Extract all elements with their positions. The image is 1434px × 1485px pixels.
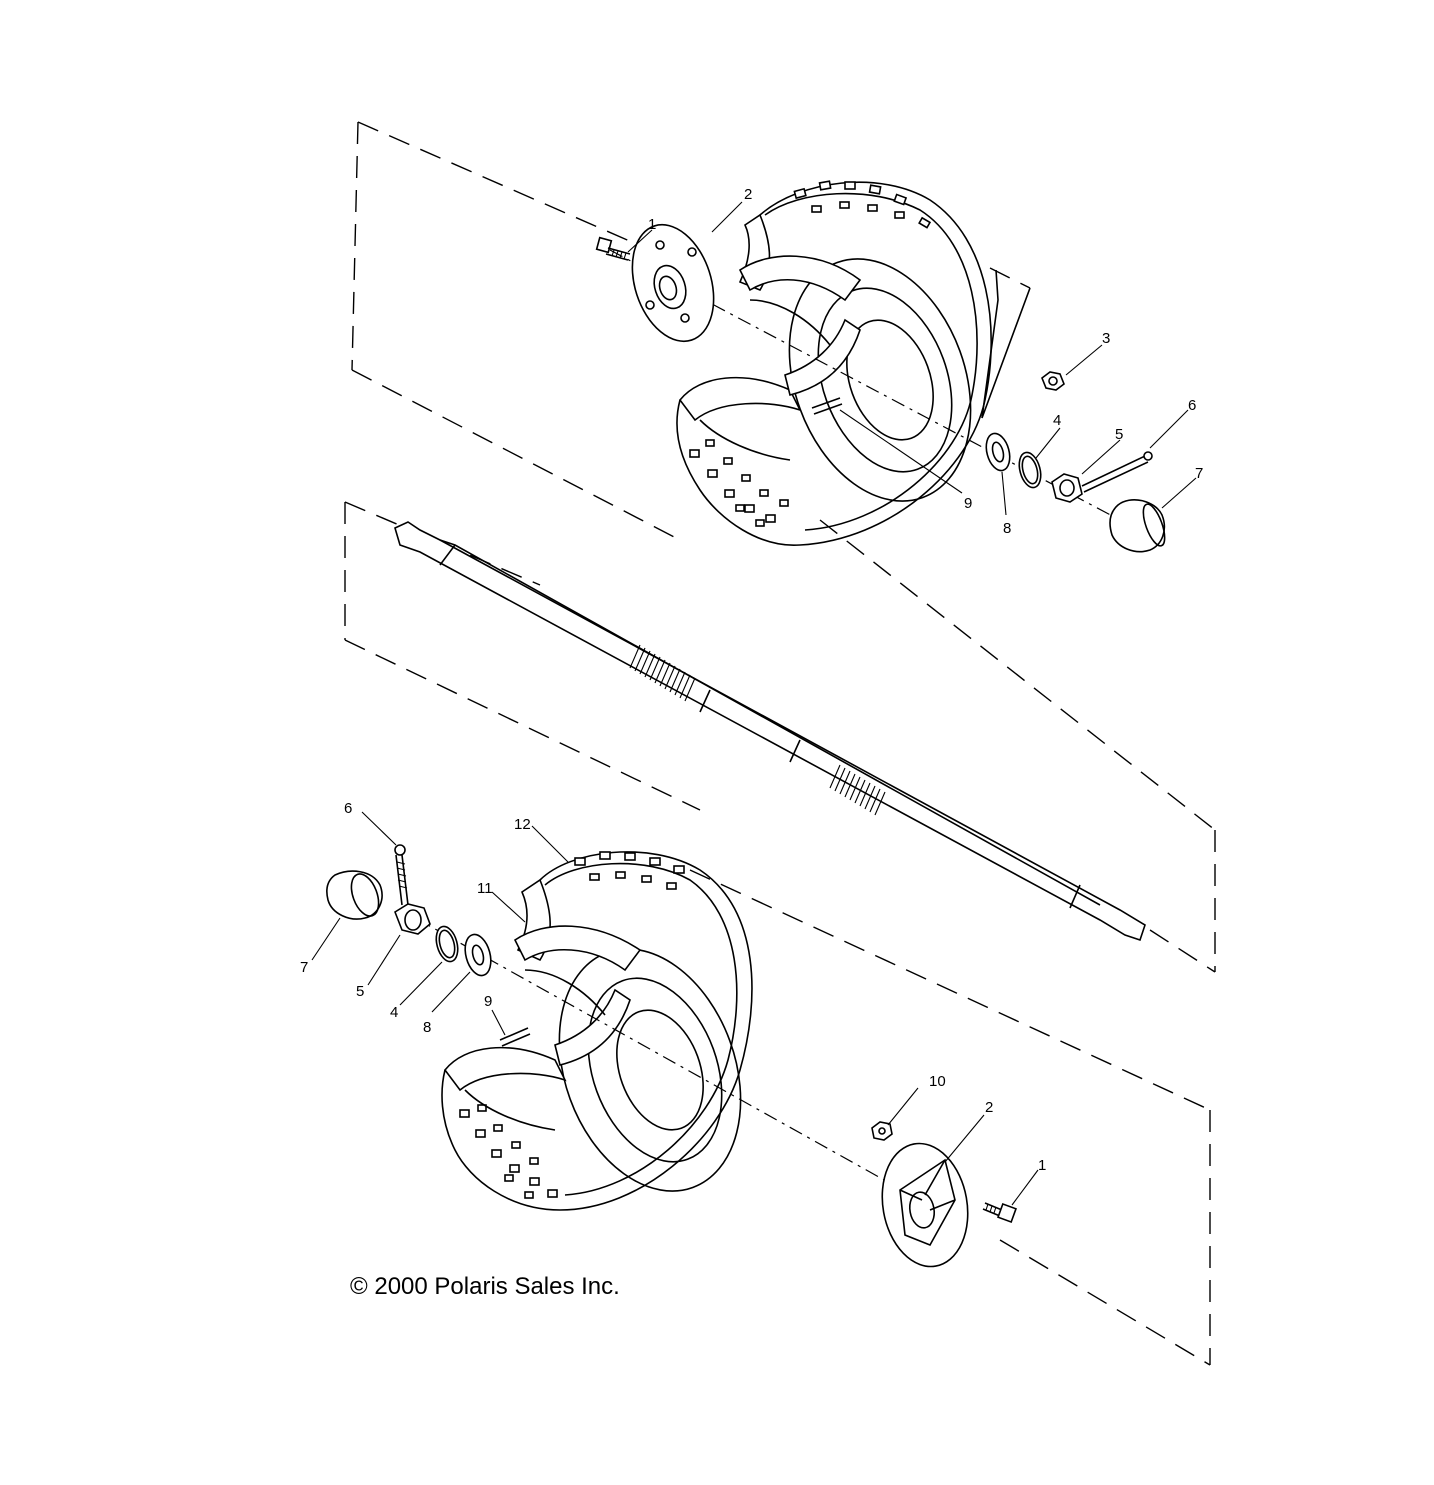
upper-bolt [595,236,631,261]
upper-dust-cap [1109,499,1166,553]
callout-number: 5 [356,983,364,1000]
upper-cotter-pin [1081,451,1153,493]
lower-centerline [409,914,921,1201]
lower-hub [881,1142,969,1268]
callout-number: 11 [477,880,493,897]
copyright-notice: © 2000 Polaris Sales Inc. [350,1273,620,1300]
callout-number: 8 [423,1019,431,1036]
upper-washer [985,432,1011,472]
upper-lock-washer [1018,451,1042,489]
callout-number: 4 [1053,412,1061,429]
callout-number: 2 [744,186,752,203]
lower-assembly-outline [689,869,1211,1366]
lower-cotter-pin [394,844,409,906]
callout-number: 5 [1115,426,1123,443]
leader-lines [311,201,1197,1206]
callout-number: 7 [1195,465,1203,482]
callout-number: 1 [648,216,656,233]
callout-number: 10 [929,1073,946,1090]
callout-number: 6 [1188,397,1196,414]
callout-number: 8 [1003,520,1011,537]
upper-tread-blocks [689,180,932,527]
callout-number: 7 [300,959,308,976]
lower-wheel-assembly [441,851,753,1211]
upper-tire [676,181,992,546]
lower-castle-nut [394,903,431,935]
callout-number: 1 [1038,1157,1046,1174]
callout-number: 2 [985,1099,993,1116]
lower-washer [464,933,492,977]
callout-number: 6 [344,800,352,817]
lower-tire [441,851,753,1211]
axle-shaft [394,521,1146,942]
lower-lug-nut [871,1121,893,1141]
callout-number: 9 [964,495,972,512]
upper-assembly-outline [344,121,1216,973]
upper-lug-nut [1041,371,1065,391]
axle-spline-upper [629,644,696,702]
callouts-lower: 6 12 11 7 5 4 8 9 10 2 1 [300,800,1046,1174]
lower-dust-cap [326,870,383,920]
lower-tread-blocks [459,851,685,1199]
upper-hub [631,223,715,343]
upper-castle-nut [1051,473,1083,503]
lower-bolt [982,1202,1017,1223]
callout-number: 3 [1102,330,1110,347]
callout-number: 4 [390,1004,398,1021]
lower-lock-washer [435,925,459,963]
callout-number: 9 [484,993,492,1010]
axle-spline-lower [829,764,886,816]
upper-wheel-assembly [676,180,992,546]
callouts-upper: 1 2 3 4 5 6 7 8 9 [648,186,1203,537]
callout-number: 12 [514,816,531,833]
